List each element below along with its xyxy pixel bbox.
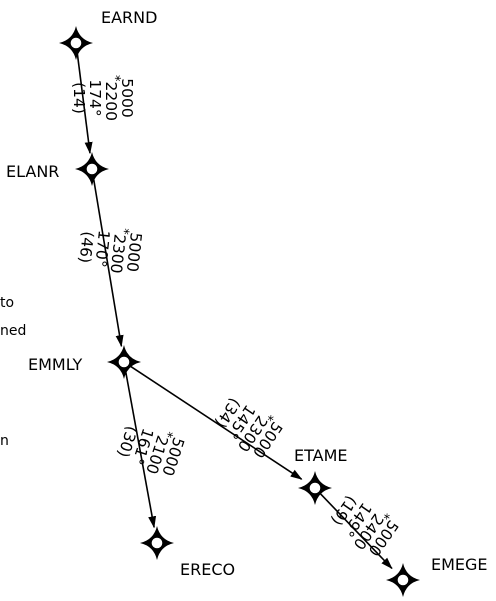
segment-min-altitude: *2200 [102,75,122,121]
route-line-earnd-elanr [76,50,93,155]
route-line-etame-emege [319,493,393,570]
segment-info-emmly-ereco: 5000 *2100 161° (30) [114,424,188,478]
segment-distance: (46) [76,230,97,264]
segment-info-elanr-emmly: 5000 *2300 170° (46) [76,227,145,275]
fix-label-emege: EMEGE [431,555,488,574]
route-line-elanr-emmly [92,176,124,348]
segment-course: 174° [86,79,104,116]
fix-label-emmly: EMMLY [28,355,83,374]
edge-text-3: n [0,433,9,449]
route-line-emmly-ereco [124,369,157,529]
fix-center-circle [396,573,410,587]
edge-text-1: to [0,295,14,311]
fix-ereco-symbol[interactable] [140,526,174,560]
fix-emege-symbol[interactable] [386,563,420,597]
fix-earnd-symbol[interactable] [59,26,93,60]
fix-elanr-symbol[interactable] [75,152,109,186]
fix-label-elanr: ELANR [6,162,59,181]
edge-text-2: ned [0,323,26,339]
segment-min-altitude: *2300 [107,227,132,275]
fix-labels: EARND ELANR EMMLY ETAME ERECO EMEGE [6,8,488,579]
fix-center-circle [69,36,83,50]
fix-label-etame: ETAME [294,446,348,465]
route-line-emmly-etame [130,365,303,480]
fix-center-circle [117,355,131,369]
segment-info-earnd-elanr: 5000 *2200 174° (14) [70,75,136,121]
segment-info-etame-emege: 5000 *2400 149° (19) [327,492,402,559]
fix-symbols [59,26,420,597]
fix-center-circle [150,536,164,550]
fix-center-circle [85,162,99,176]
segment-course: 170° [91,229,113,268]
route-lines [76,50,393,570]
fix-center-circle [308,481,322,495]
segment-distance: (14) [70,82,88,114]
segment-max-altitude: 5000 [123,232,145,273]
cropped-edge-text: to ned n [0,295,26,449]
altitude-marker: * [107,75,122,82]
fix-emmly-symbol[interactable] [107,345,141,379]
fix-etame-symbol[interactable] [298,471,332,505]
segment-max-altitude: 5000 [118,78,136,117]
fix-label-ereco: ERECO [180,560,235,579]
fix-label-earnd: EARND [101,8,157,27]
segment-info-emmly-etame: 5000 *2300 145° (34) [211,395,286,461]
